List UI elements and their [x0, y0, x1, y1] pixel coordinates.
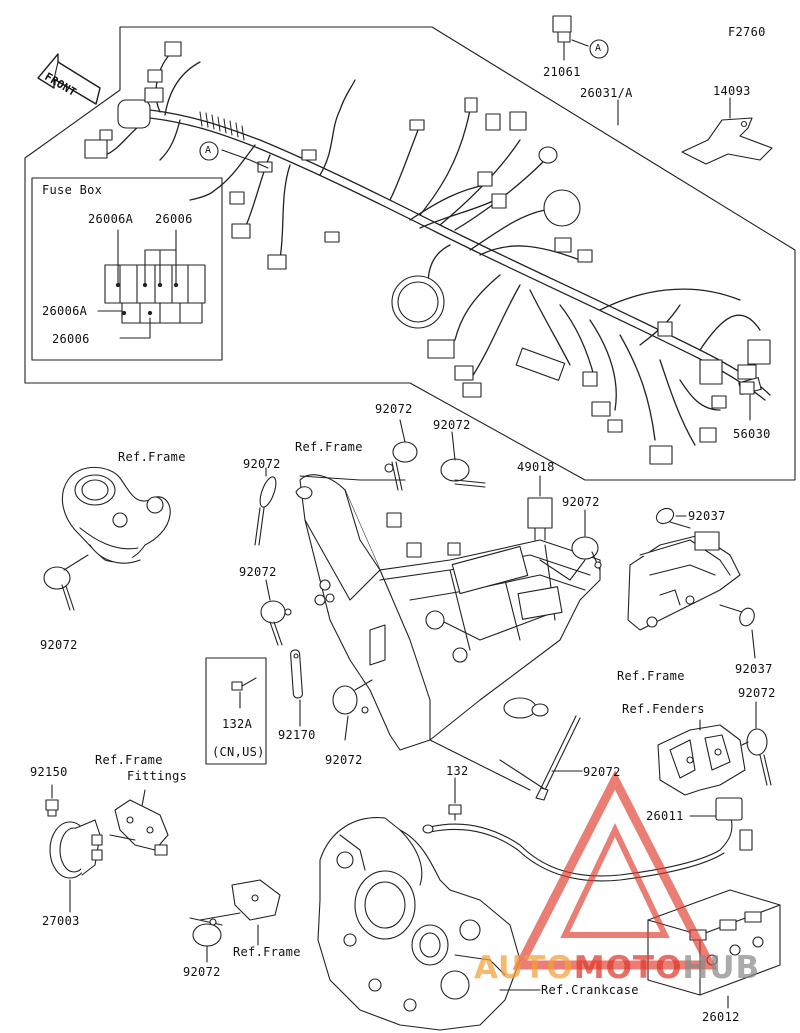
clamp-92037-bottom [719, 604, 755, 627]
fuse-box-title: Fuse Box [42, 183, 103, 197]
ref-fenders[interactable]: Ref.Fenders [622, 702, 705, 716]
ref-frame-center[interactable]: Ref.Frame [295, 440, 363, 454]
watermark-logo [512, 770, 718, 970]
horn-27003 [49, 819, 103, 879]
right-frame-fitting [627, 531, 741, 631]
label-92072-f[interactable]: 92072 [325, 753, 363, 767]
label-49018[interactable]: 49018 [517, 460, 555, 474]
clamp-92072-c [254, 476, 277, 546]
fenders-part [657, 719, 746, 796]
label-92072-b[interactable]: 92072 [433, 418, 471, 432]
label-92037-top[interactable]: 92037 [688, 509, 726, 523]
label-92170[interactable]: 92170 [278, 728, 316, 742]
clamp-92072-b [440, 458, 486, 488]
label-92072-c[interactable]: 92072 [243, 457, 281, 471]
watermark-hub: HUB [682, 950, 761, 986]
label-92072-a[interactable]: 92072 [375, 402, 413, 416]
terminal-26011 [715, 797, 753, 851]
figure-code: F2760 [728, 25, 766, 39]
part-132A-bolt [231, 677, 257, 691]
bolt-132 [448, 804, 462, 821]
fuse-label-26006A-left[interactable]: 26006A [42, 304, 88, 318]
label-26031A[interactable]: 26031/A [580, 86, 633, 100]
label-92072-e[interactable]: 92072 [562, 495, 600, 509]
label-26012[interactable]: 26012 [702, 1010, 740, 1024]
variant-box-132A [205, 657, 267, 765]
label-92150[interactable]: 92150 [30, 765, 68, 779]
callout-circle-a-top [589, 39, 609, 59]
clamp-92072-long [535, 715, 581, 801]
watermark-moto: MOTO [573, 950, 683, 986]
part-14093-bracket [681, 117, 773, 165]
harness-panel-outline [24, 26, 796, 481]
clamp-92072-fender [741, 728, 772, 786]
ref-frame-fittings-1[interactable]: Ref.Frame [95, 753, 163, 767]
bottom-bracket [199, 879, 281, 921]
harness-connectors [84, 41, 771, 465]
ref-frame-left[interactable]: Ref.Frame [118, 450, 186, 464]
crankcase [317, 817, 521, 1031]
fuse-label-26006-top[interactable]: 26006 [155, 212, 193, 226]
label-132[interactable]: 132 [446, 764, 469, 778]
fuse-label-26006-bottom[interactable]: 26006 [52, 332, 90, 346]
label-92072-bottom[interactable]: 92072 [183, 965, 221, 979]
label-92072-long[interactable]: 92072 [583, 765, 621, 779]
label-92072-left[interactable]: 92072 [40, 638, 78, 652]
callout-a-left[interactable]: A [205, 145, 212, 156]
label-21061[interactable]: 21061 [543, 65, 581, 79]
nut-92150 [45, 799, 59, 817]
watermark-text: AUTOMOTOHUB [474, 952, 760, 984]
clamp-92072-f [332, 679, 373, 715]
watermark-auto: AUTO [474, 950, 574, 986]
clamp-92072-left [43, 566, 75, 611]
callout-a-top[interactable]: A [595, 43, 602, 54]
ref-crankcase[interactable]: Ref.Crankcase [541, 983, 639, 997]
label-26011[interactable]: 26011 [646, 809, 684, 823]
ref-frame-fittings-2[interactable]: Fittings [127, 769, 188, 783]
front-arrow-icon [37, 53, 101, 105]
ref-frame-right[interactable]: Ref.Frame [617, 669, 685, 683]
part-21061-connector [552, 15, 589, 47]
left-frame-fitting [61, 466, 171, 564]
wiring-harness [104, 49, 771, 446]
main-frame [295, 474, 601, 751]
part-49018-relay [527, 497, 553, 541]
label-27003[interactable]: 27003 [42, 914, 80, 928]
label-92072-fender[interactable]: 92072 [738, 686, 776, 700]
fuse-box-drawing [97, 229, 206, 339]
label-132A-note: (CN,US) [212, 745, 265, 759]
clamp-92072-d [260, 600, 292, 646]
callout-circle-a-left [199, 141, 219, 161]
clamp-92037-top [655, 507, 691, 529]
horn-bracket [109, 799, 169, 856]
label-132A[interactable]: 132A [222, 717, 253, 731]
label-92037-bottom[interactable]: 92037 [735, 662, 773, 676]
ref-frame-bottom[interactable]: Ref.Frame [233, 945, 301, 959]
clamp-92072-bottom [189, 917, 223, 947]
part-92170-strap [290, 649, 303, 699]
clamp-92072-e [571, 536, 602, 571]
label-14093[interactable]: 14093 [713, 84, 751, 98]
label-56030[interactable]: 56030 [733, 427, 771, 441]
clamp-92072-a [384, 441, 418, 491]
label-92072-d[interactable]: 92072 [239, 565, 277, 579]
fuse-label-26006A-top[interactable]: 26006A [88, 212, 134, 226]
